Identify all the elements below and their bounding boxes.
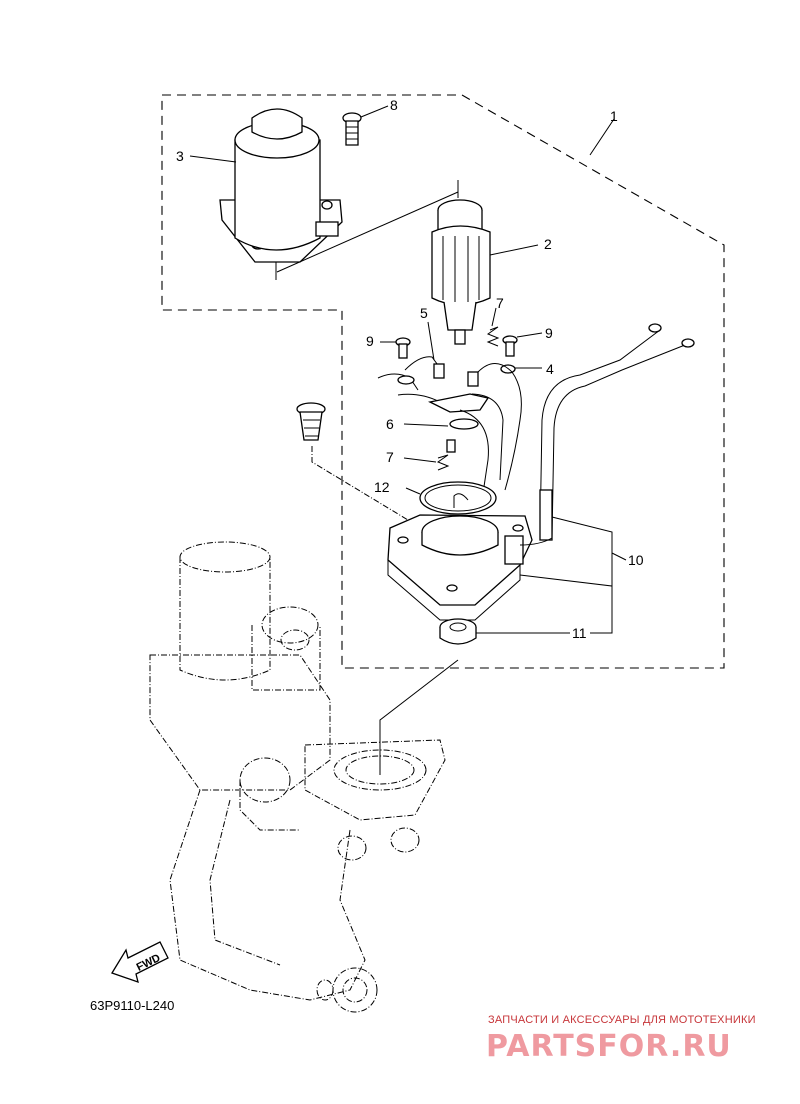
callout-1: 1 — [610, 108, 618, 124]
callout-4: 4 — [546, 361, 554, 377]
callout-8: 8 — [390, 97, 398, 113]
drawing-code: 63P9110-L240 — [90, 998, 174, 1013]
callout-9-right: 9 — [545, 325, 553, 341]
fwd-arrow-icon: FWD — [111, 941, 169, 984]
callout-12: 12 — [374, 479, 390, 495]
spring-7-upper — [486, 326, 500, 347]
bolt — [296, 402, 326, 441]
screw-9-right — [502, 335, 518, 357]
base-plate — [387, 493, 533, 621]
cable-harness — [519, 323, 695, 546]
watermark-tagline: ЗАПЧАСТИ И АКСЕССУАРЫ ДЛЯ МОТОТЕХНИКИ — [488, 1014, 756, 1026]
screw-8 — [342, 112, 362, 146]
armature — [431, 199, 491, 345]
assembly-boundary — [161, 94, 725, 669]
callout-3: 3 — [176, 148, 184, 164]
callout-7-lower: 7 — [386, 449, 394, 465]
brush-holder — [377, 356, 522, 501]
callout-2: 2 — [544, 236, 552, 252]
screw-9-left — [395, 337, 411, 359]
callout-7-upper: 7 — [496, 295, 504, 311]
tilt-unit-ghost — [149, 541, 446, 1013]
callout-11: 11 — [572, 625, 587, 641]
watermark-brand: PARTSFOR.RU — [486, 1029, 732, 1064]
motor — [219, 108, 343, 263]
callout-9-left: 9 — [366, 333, 374, 349]
callout-6: 6 — [386, 416, 394, 432]
grommet-11 — [439, 618, 477, 645]
o-ring-12 — [419, 481, 497, 515]
callout-5: 5 — [420, 305, 428, 321]
spring-7-lower — [436, 454, 450, 471]
callout-10: 10 — [628, 552, 644, 568]
